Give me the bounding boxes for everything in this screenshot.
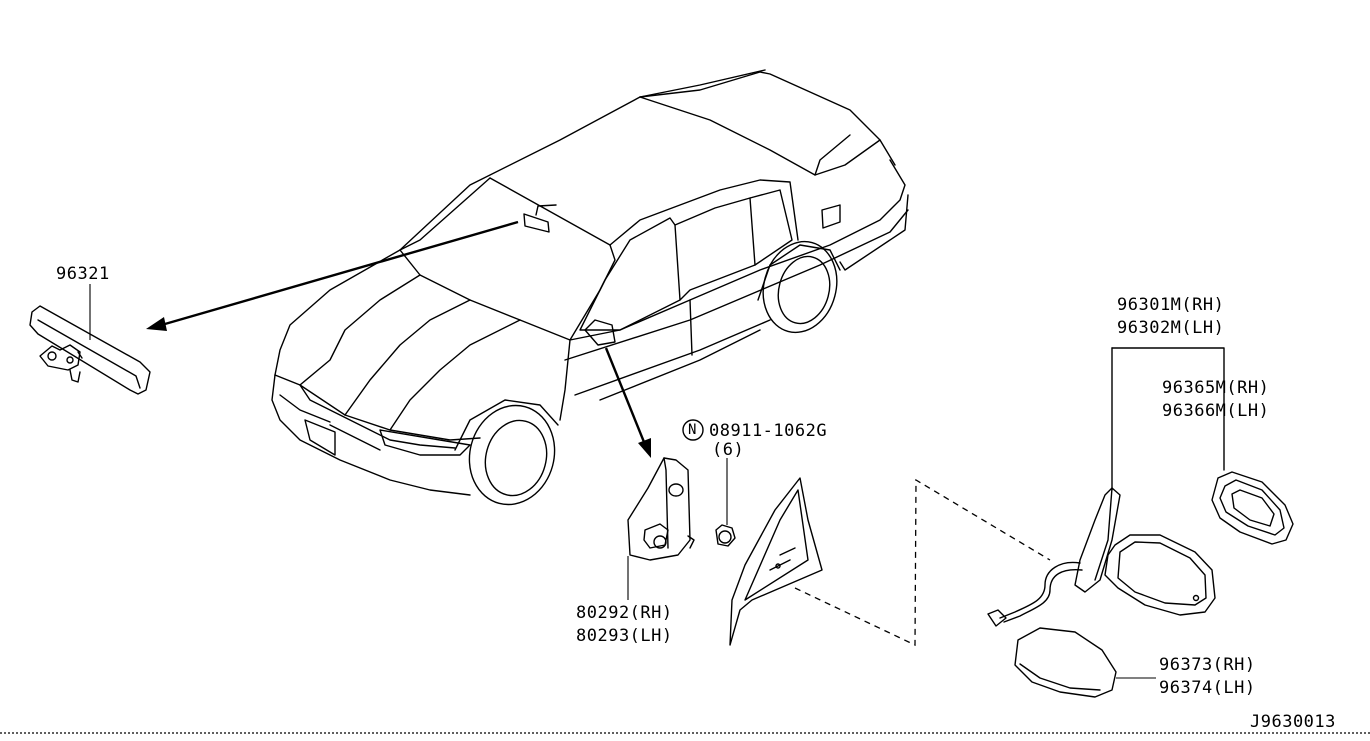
dashed-guides [794,478,1051,647]
label-corner-finisher-lh: 80293(LH) [576,626,673,646]
label-cover-lh: 96374(LH) [1159,678,1256,698]
label-nut-symbol: N [688,422,697,438]
nut-part [682,419,736,547]
leader-arrows [146,220,651,458]
label-door-mirror-rh: 96301M(RH) [1117,295,1225,315]
car-illustration [271,69,909,506]
label-nut-qty: (6) [712,440,745,460]
mirror-cover-part [1014,627,1156,698]
mirror-glass-part [1211,471,1294,545]
corner-finisher-part [627,457,695,600]
label-corner-finisher-rh: 80292(RH) [576,603,673,623]
door-sash-part [729,477,823,646]
label-door-mirror-lh: 96302M(LH) [1117,318,1225,338]
label-nut-code: 08911-1062G [709,421,828,441]
label-glass-rh: 96365M(RH) [1162,378,1270,398]
label-cover-rh: 96373(RH) [1159,655,1256,675]
label-inside-mirror: 96321 [56,264,110,284]
door-mirror-assembly [987,347,1225,627]
inside-mirror-part [29,284,151,395]
drawing-id: J9630013 [1250,712,1336,732]
label-glass-lh: 96366M(LH) [1162,401,1270,421]
